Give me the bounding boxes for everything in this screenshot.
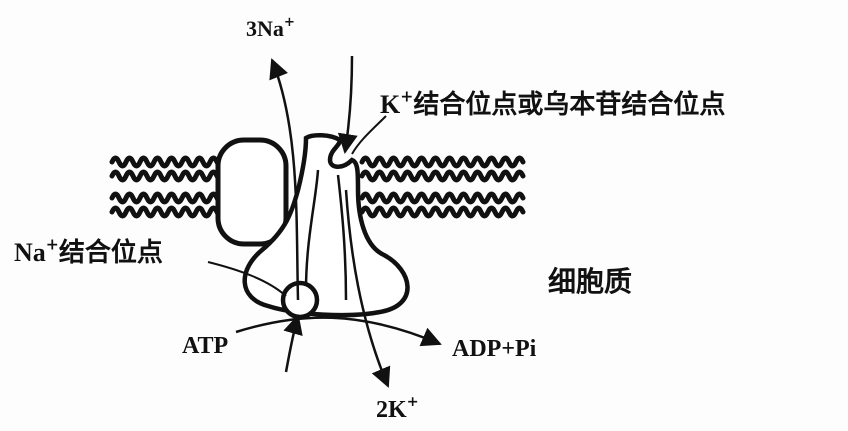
na-out-label: 3Na+ [246,18,295,40]
lipid-tail-row [362,158,523,166]
k-site-leader-line [352,116,386,154]
bilayer-left [112,158,224,216]
k-in-arrow [345,56,352,152]
lipid-tail-row [112,158,224,166]
channel-protein [218,140,286,244]
k-site-ion: K [380,90,400,119]
na-site-charge: + [46,234,59,253]
bilayer-right [362,158,523,216]
adp-pi-text: ADP+Pi [452,336,536,362]
atp-text: ATP [182,333,228,359]
atp-label: ATP [182,333,228,358]
lipid-tail-row [362,208,523,216]
k-in-count: 2K [376,397,407,423]
k-binding-site-label: K+结合位点或乌本苷结合位点 [380,92,725,118]
na-site-text: 结合位点 [59,238,163,268]
k-in-charge: + [407,393,419,410]
na-site-ion: Na [14,238,46,267]
adp-pi-label: ADP+Pi [452,336,536,361]
atp-hydrolysis-arrow [236,318,440,344]
lipid-tail-row [362,194,523,202]
na-out-count: 3Na [246,16,284,41]
lipid-tail-row [112,172,224,180]
k-site-charge: + [400,86,413,105]
atp-to-site-arrow [286,316,298,372]
k-site-text: 结合位点或乌本苷结合位点 [413,90,725,120]
lipid-tail-row [362,172,523,180]
lipid-tail-row [112,208,224,216]
na-out-charge: + [284,15,295,30]
k-in-label: 2K+ [376,397,419,422]
cytoplasm-label: 细胞质 [548,268,632,296]
na-binding-site [283,283,317,317]
na-binding-site-label: Na+结合位点 [14,240,163,266]
lipid-tail-row [112,194,224,202]
